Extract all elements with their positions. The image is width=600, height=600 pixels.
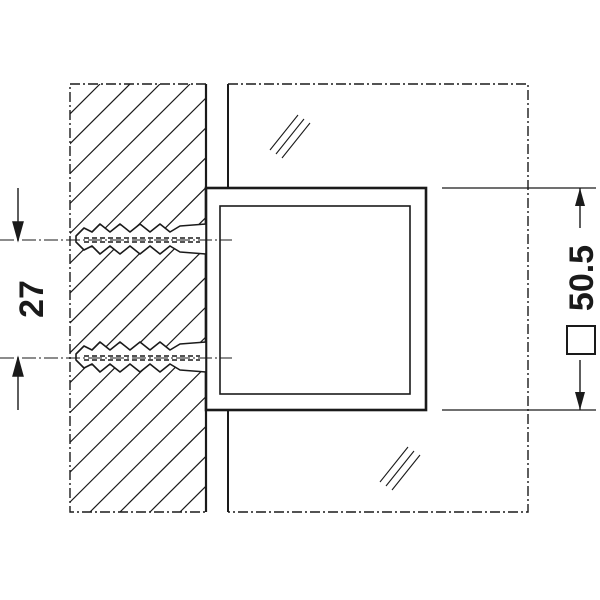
- dimension-27-label: 27: [13, 280, 51, 318]
- square-size-icon: [566, 325, 596, 355]
- wall-hatching: [70, 84, 206, 512]
- glass-hatch-icon: [269, 114, 421, 491]
- dimension-50-5-arrows: [575, 188, 585, 410]
- dimension-50-5-label: 50.5: [563, 245, 600, 311]
- dimension-27: [12, 188, 24, 410]
- anchor-upper: [75, 223, 207, 255]
- square-profile: [204, 186, 428, 412]
- anchor-lower: [75, 341, 207, 373]
- anchor-centerlines: [0, 239, 232, 359]
